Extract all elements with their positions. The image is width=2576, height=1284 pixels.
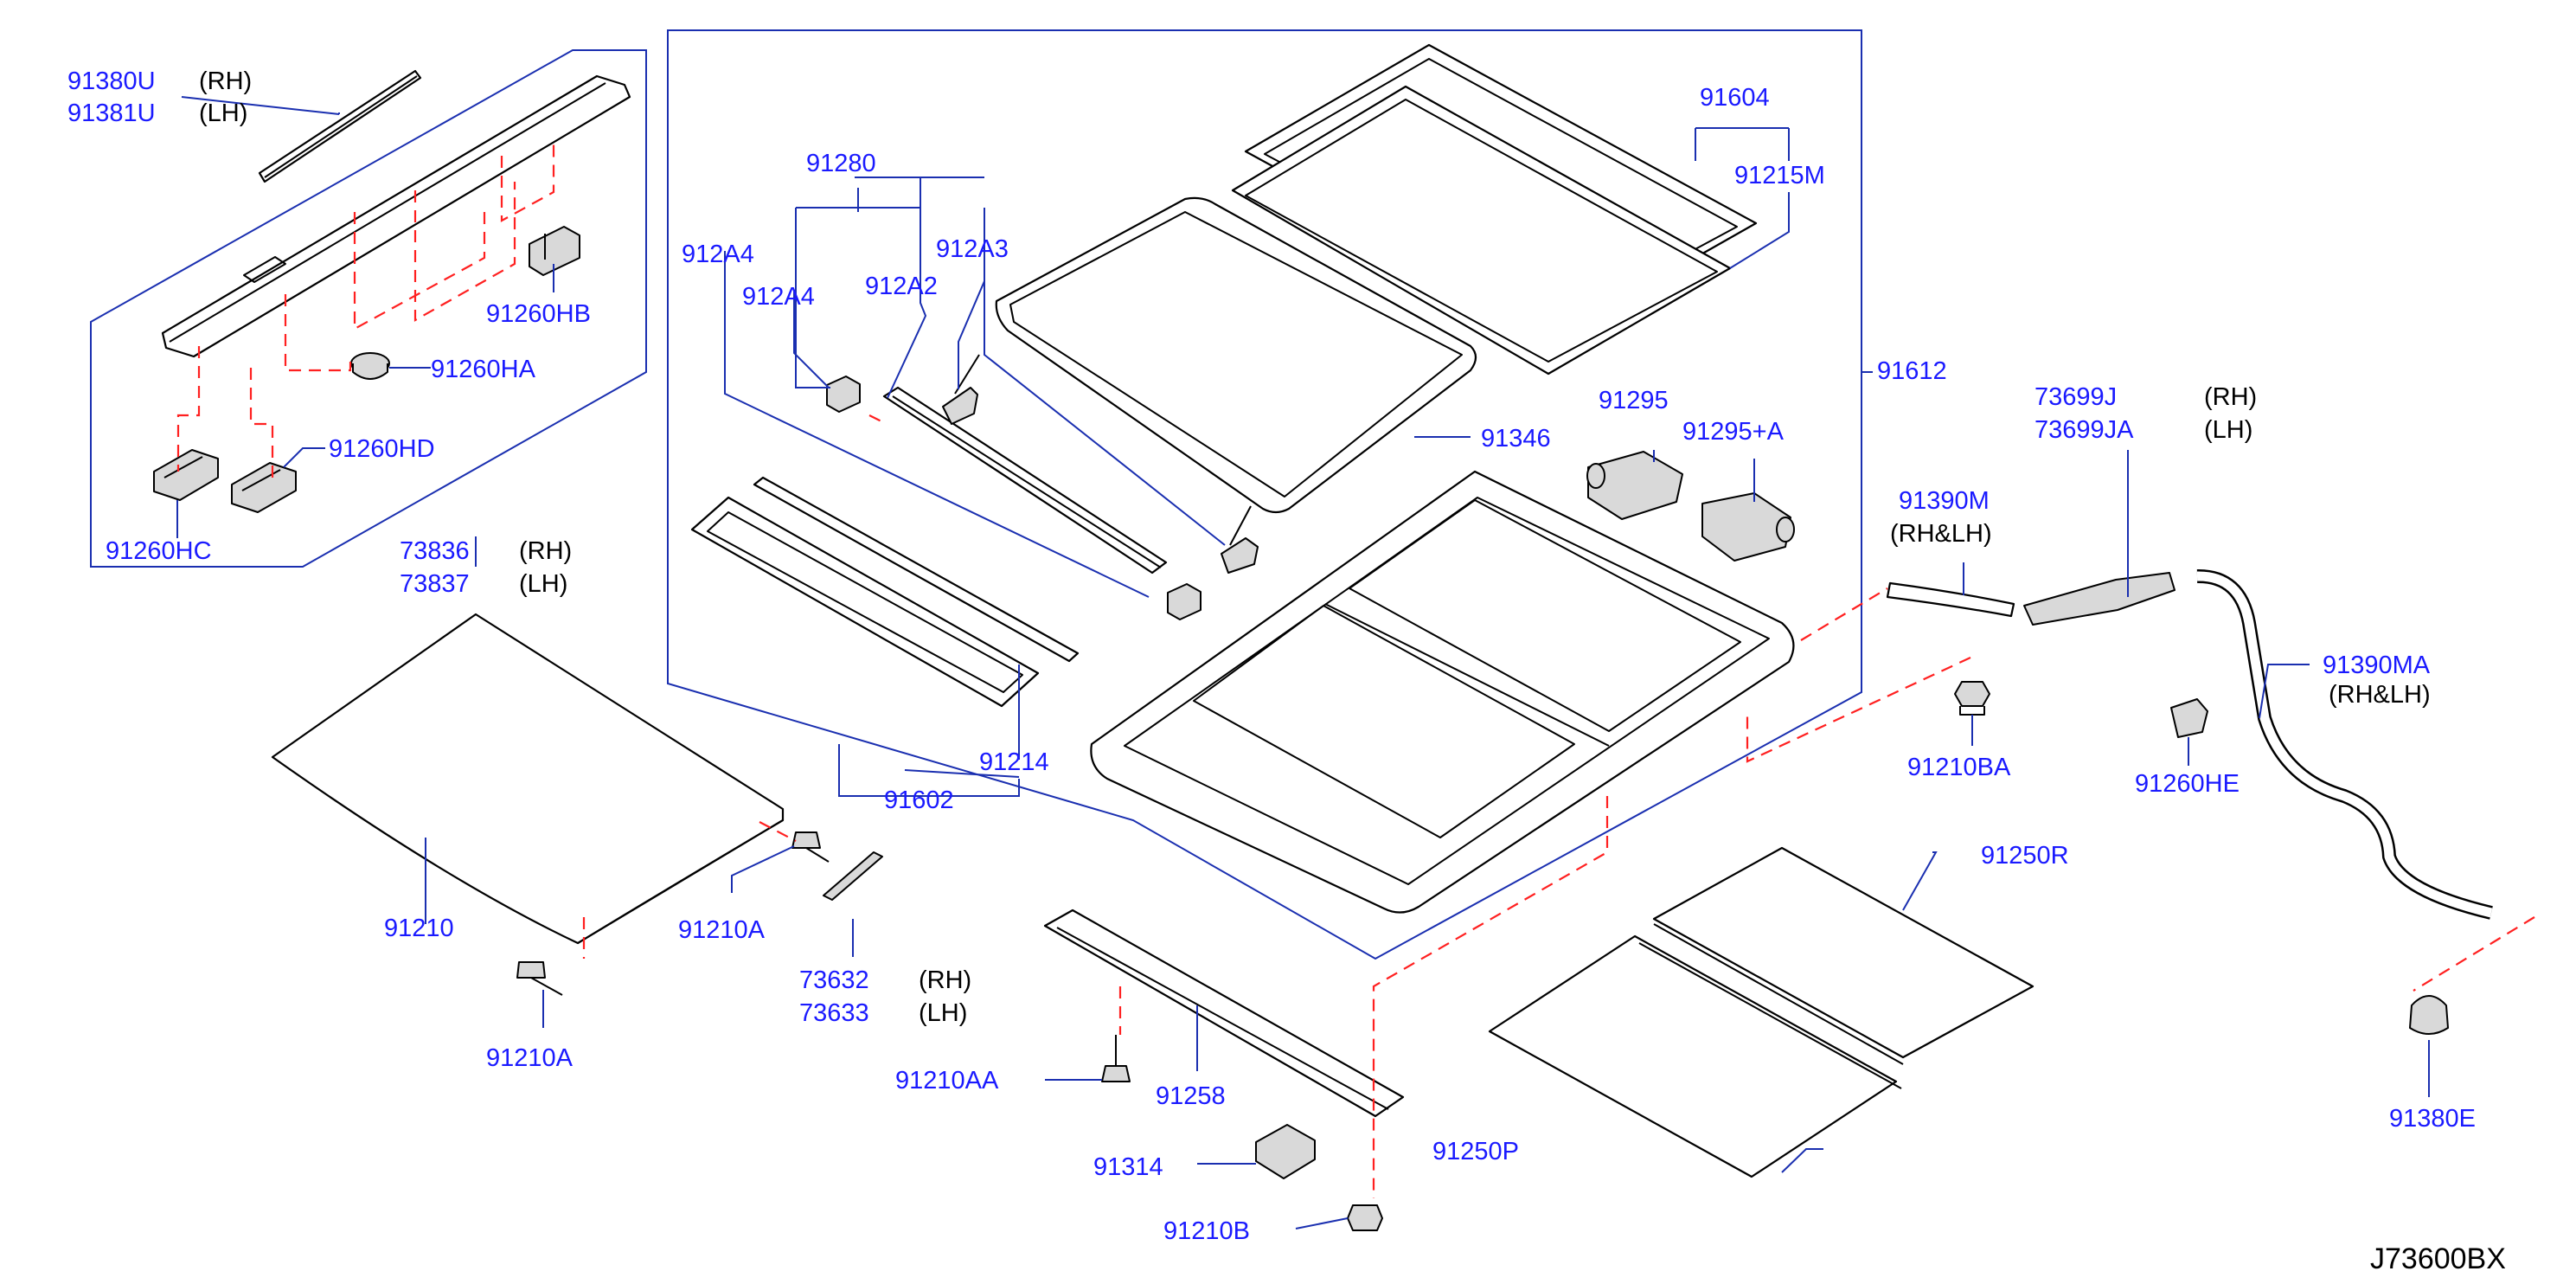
label-73699ja: 73699JA (LH) (2035, 416, 2252, 444)
nut-91210b-icon (1347, 1204, 1383, 1231)
leader-lines (176, 96, 2430, 1229)
shade-91250r-icon (1652, 846, 2035, 1065)
svg-text:91390M: 91390M (1899, 487, 1990, 515)
clip-91260hb-icon (529, 226, 580, 276)
bracket-912a3-icon (1221, 505, 1259, 574)
cut-lines (176, 140, 2535, 1198)
label-91260ha: 91260HA (431, 356, 536, 383)
box-front-rail-group (90, 49, 647, 568)
svg-text:(LH): (LH) (519, 570, 567, 598)
headliner-91210-icon (271, 613, 785, 945)
label-91215m: 91215M (1734, 162, 1825, 189)
label-73836: 73836 (RH) (400, 537, 572, 565)
label-91280: 91280 (806, 150, 876, 177)
label-91390ma: 91390MA (RH&LH) (2323, 652, 2431, 709)
label-91250r: 91250R (1981, 842, 2069, 870)
deflector-91602-icon (690, 496, 1040, 708)
svg-text:(RH): (RH) (2204, 383, 2257, 411)
svg-text:(RH&LH): (RH&LH) (1890, 520, 1992, 548)
label-91250p: 91250P (1432, 1138, 1519, 1165)
label-91210b: 91210B (1163, 1217, 1250, 1245)
label-91602: 91602 (884, 786, 954, 814)
label-73699j: 73699J (RH) (2035, 383, 2257, 411)
label-91260hb: 91260HB (486, 300, 591, 328)
svg-text:(LH): (LH) (2204, 416, 2252, 444)
hose-91390ma-icon (2196, 568, 2493, 920)
clip-912a4-lower-icon (1167, 583, 1201, 620)
hose-91390m-icon (1886, 581, 2015, 618)
label-912a3: 912A3 (936, 235, 1009, 263)
svg-text:73837: 73837 (400, 570, 470, 598)
svg-text:73632: 73632 (799, 966, 869, 994)
svg-text:73633: 73633 (799, 999, 869, 1027)
label-91380u: 91380U (RH) (67, 67, 252, 95)
bolt-91210a-left-icon (516, 961, 563, 996)
label-91260he: 91260HE (2135, 770, 2240, 798)
bracket-91314-icon (1255, 1124, 1316, 1179)
label-91381u: 91381U (LH) (67, 100, 247, 127)
diagram-code: J73600BX (2370, 1242, 2506, 1275)
box-sunroof-unit-group (667, 29, 1862, 960)
seal-91346-icon (995, 196, 1477, 514)
clip-91260he-icon (2170, 698, 2208, 738)
label-912a2: 912A2 (865, 273, 938, 300)
motor-91295a-icon (1701, 492, 1795, 562)
label-73632: 73632 (RH) (799, 966, 971, 994)
label-91380e: 91380E (2389, 1105, 2476, 1133)
label-91260hd: 91260HD (329, 435, 435, 463)
svg-text:91381U: 91381U (67, 100, 156, 127)
label-912a4-left: 912A4 (682, 241, 754, 268)
label-91612: 91612 (1877, 357, 1947, 385)
bracket-912a2-icon (942, 354, 980, 425)
label-91210ba: 91210BA (1907, 754, 2011, 781)
clip-91260hc-icon (153, 449, 219, 501)
sunroof-frame-91612-icon (1090, 470, 1795, 914)
front-rail-icon (161, 74, 631, 358)
label-91390m: 91390M (RH&LH) (1890, 487, 1992, 548)
nut-91210ba-icon (1954, 681, 1990, 716)
bracket-91258-icon (1043, 908, 1405, 1118)
label-91214: 91214 (979, 748, 1049, 776)
grommet-91380e-icon (2409, 995, 2449, 1035)
svg-text:(RH): (RH) (199, 67, 252, 95)
svg-text:(RH&LH): (RH&LH) (2329, 681, 2431, 709)
connector-73699j-icon (2023, 572, 2176, 626)
rail-91280-icon (882, 386, 1168, 575)
label-91295: 91295 (1599, 387, 1669, 414)
svg-text:91390MA: 91390MA (2323, 652, 2431, 679)
weatherstrip-front-icon (258, 69, 422, 183)
label-91210: 91210 (384, 915, 454, 942)
svg-text:(RH): (RH) (519, 537, 572, 565)
label-91604: 91604 (1700, 84, 1770, 112)
label-91346: 91346 (1481, 425, 1551, 453)
label-912a4-mid: 912A4 (742, 283, 815, 311)
bracket-73632-icon (823, 851, 883, 901)
label-73633: 73633 (LH) (799, 999, 967, 1027)
shade-91250p-icon (1488, 934, 1902, 1178)
svg-text:(LH): (LH) (199, 100, 247, 127)
label-91210a-left: 91210A (486, 1044, 574, 1072)
grommet-91260ha-icon (350, 352, 390, 380)
svg-text:91380U: 91380U (67, 67, 156, 95)
motor-91295-icon (1586, 451, 1683, 520)
label-91210aa: 91210AA (895, 1067, 999, 1095)
label-91314: 91314 (1093, 1153, 1163, 1181)
clip-912a4-upper-icon (826, 376, 861, 413)
label-91210a-right: 91210A (678, 916, 766, 944)
bolt-91210a-right-icon (791, 831, 830, 863)
label-91295a: 91295+A (1682, 418, 1785, 446)
svg-text:73699J: 73699J (2035, 383, 2117, 411)
clip-91260hd-icon (231, 462, 297, 513)
svg-text:73836: 73836 (400, 537, 470, 565)
label-91258: 91258 (1156, 1082, 1226, 1110)
svg-text:(RH): (RH) (919, 966, 971, 994)
label-91260hc: 91260HC (106, 537, 212, 565)
label-73837: 73837 (LH) (400, 570, 567, 598)
bolt-91210aa-icon (1101, 1035, 1131, 1082)
svg-text:73699JA: 73699JA (2035, 416, 2134, 444)
svg-text:(LH): (LH) (919, 999, 967, 1027)
seal-91214-icon (753, 476, 1080, 663)
